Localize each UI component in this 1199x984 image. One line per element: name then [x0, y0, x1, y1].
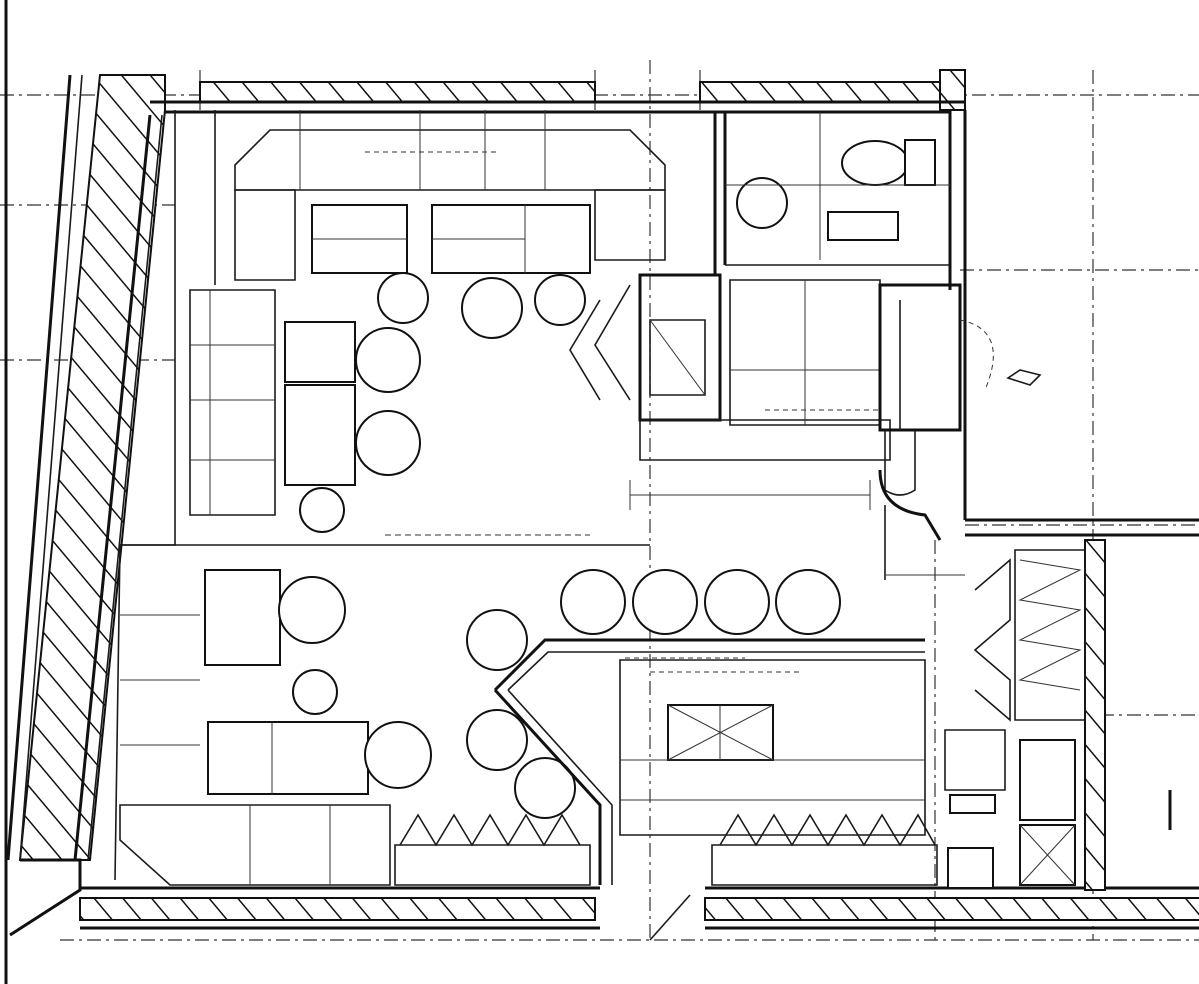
top-wall — [150, 70, 965, 112]
right-wedge-column — [945, 550, 1085, 885]
seats — [279, 273, 840, 818]
left-exterior-wall — [6, 0, 165, 984]
interior-outline — [115, 110, 950, 880]
right-walls — [950, 110, 1199, 890]
top-counter — [235, 110, 665, 280]
label-marks — [365, 152, 880, 672]
tables-lower-left — [120, 570, 390, 885]
bottom-wall — [80, 888, 1199, 940]
front-bar — [495, 640, 925, 885]
left-banquette — [190, 290, 355, 515]
service-block — [570, 275, 1040, 580]
bottom-fixtures — [395, 815, 993, 888]
restroom — [725, 112, 950, 260]
tables-top — [312, 205, 590, 273]
